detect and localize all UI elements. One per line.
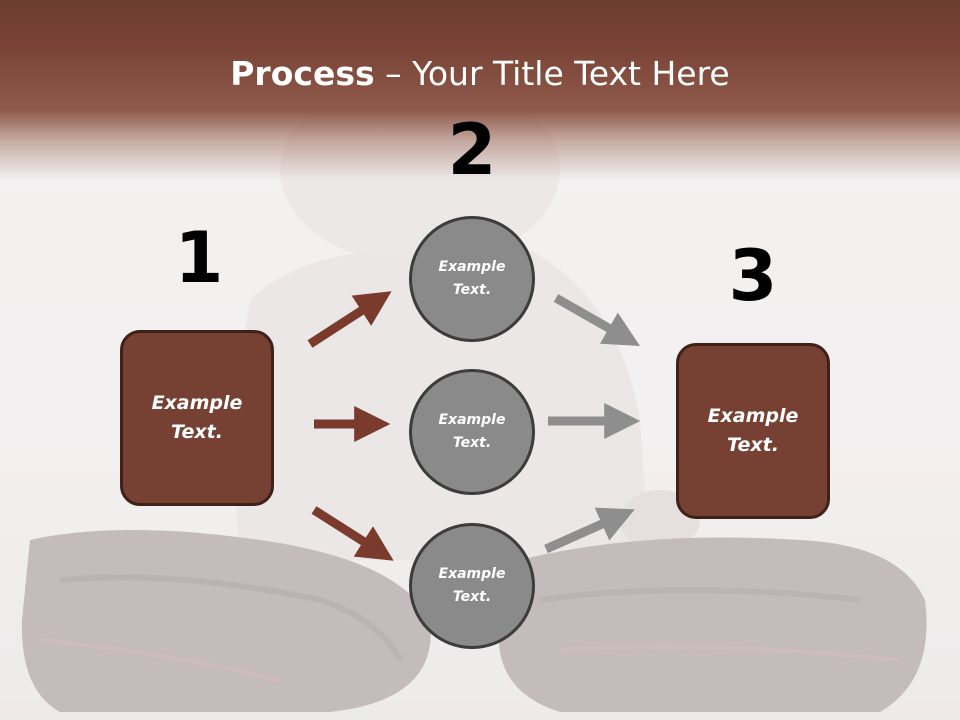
- step2-circle-middle: Example Text.: [409, 369, 535, 495]
- step1-box-text: Example Text.: [151, 392, 243, 443]
- step-number-3: 3: [728, 235, 778, 317]
- arrow-box1-to-circle-top: [307, 291, 392, 348]
- step2-circle-middle-text: Example Text.: [438, 412, 506, 451]
- slide-title: Process – Your Title Text Here: [0, 52, 960, 96]
- step3-box-text: Example Text.: [707, 405, 799, 456]
- step2-circle-bottom: Example Text.: [409, 523, 535, 649]
- step2-circle-top-text: Example Text.: [438, 259, 506, 298]
- arrow-circle-top-to-box3: [553, 294, 641, 347]
- step3-box: Example Text.: [676, 343, 830, 519]
- title-rest: – Your Title Text Here: [374, 54, 730, 93]
- step-number-2: 2: [447, 109, 497, 191]
- step1-box: Example Text.: [120, 330, 274, 506]
- step2-circle-bottom-text: Example Text.: [438, 566, 506, 605]
- arrow-box1-to-circle-bottom: [311, 506, 394, 561]
- title-band: [0, 0, 960, 180]
- step-number-1: 1: [174, 217, 224, 299]
- title-bold: Process: [230, 54, 375, 93]
- arrow-circle-bottom-to-box3: [544, 507, 635, 554]
- step2-circle-top: Example Text.: [409, 216, 535, 342]
